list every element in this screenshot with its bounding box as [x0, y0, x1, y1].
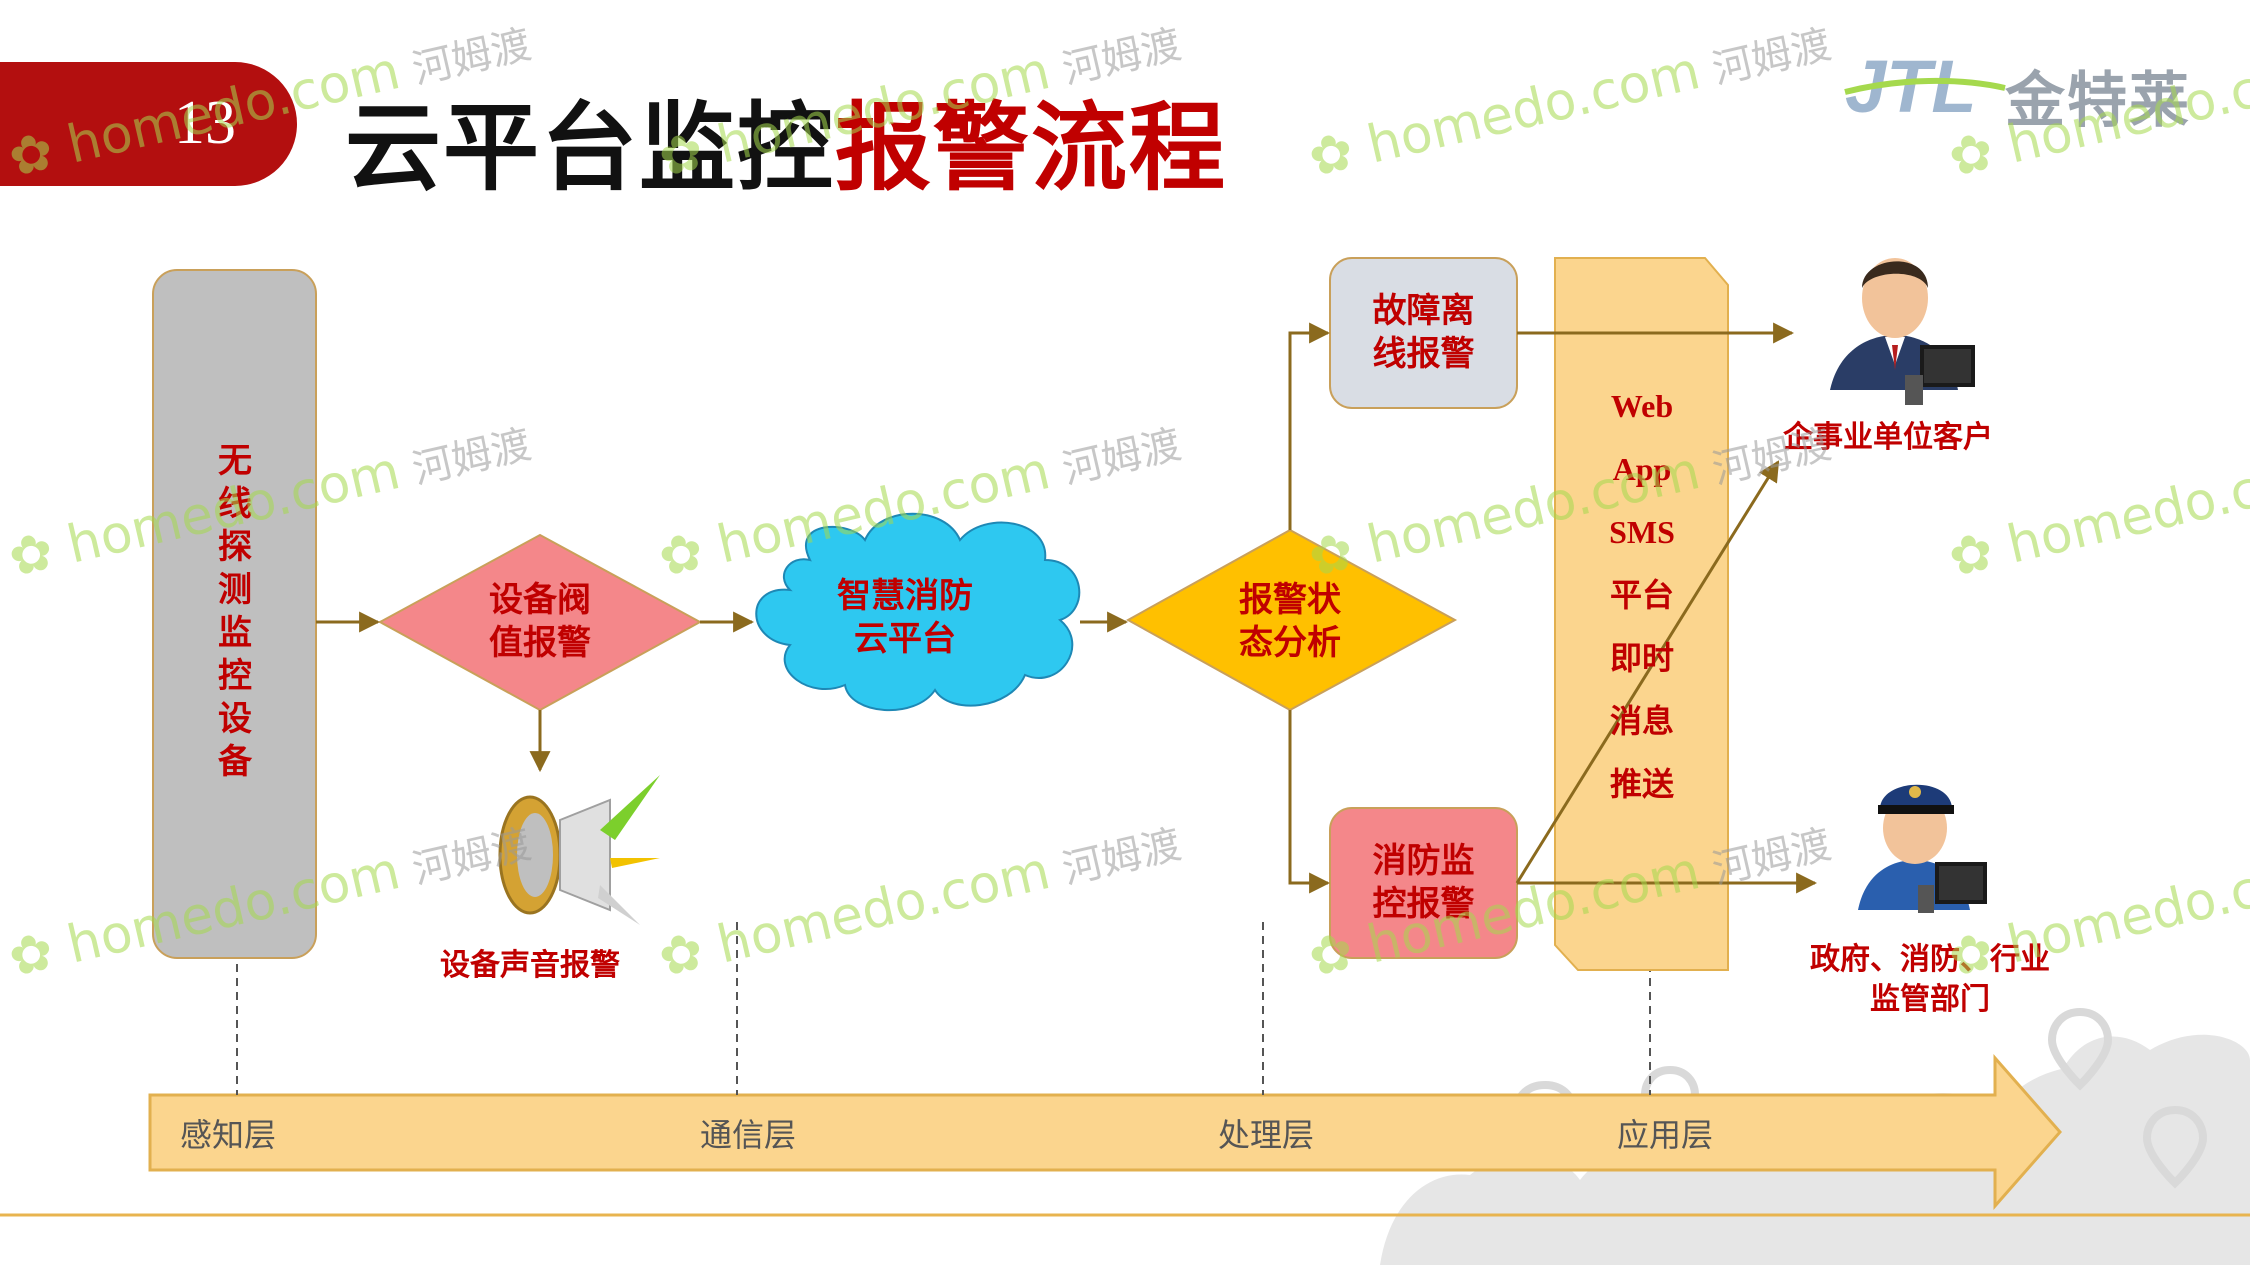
government-line1: 政府、消防、行业 [1810, 942, 2050, 977]
company-name: 金特莱 [2005, 66, 2191, 136]
speaker-icon [498, 775, 660, 925]
threshold-alarm-line2: 值报警 [489, 623, 591, 663]
channel-column [1554, 257, 1729, 971]
jtl-logo-icon: JTL [1844, 45, 2006, 128]
business-person-icon [1830, 258, 1975, 405]
title-part-black: 云平台监控 [345, 92, 835, 204]
channel-item: 即时 [1609, 639, 1674, 677]
cloud-line2: 云平台 [854, 619, 956, 659]
analysis-label: 报警状 态分析 [1180, 572, 1400, 672]
cloud-platform-label: 智慧消防 云平台 [800, 568, 1010, 668]
cloud-shape [755, 512, 1081, 711]
layer-application: 应用层 [1617, 1116, 1714, 1154]
enterprise-client-label: 企事业单位客户 [1783, 420, 1993, 455]
channel-item: 推送 [1609, 765, 1674, 803]
offline-alarm-label: 故障离 线报警 [1330, 283, 1517, 383]
sensor-label: 无线探测监控设备 [218, 441, 252, 782]
fire-alarm-label: 消防监 控报警 [1330, 833, 1517, 933]
layer-communication: 通信层 [700, 1116, 797, 1154]
title-part-red: 报警流程 [835, 92, 1227, 204]
government-label: 政府、消防、行业 监管部门 [1810, 940, 2050, 1020]
layer-perception: 感知层 [180, 1116, 277, 1154]
government-line2: 监管部门 [1870, 982, 1990, 1017]
page-title: 云平台监控报警流程 [345, 70, 1227, 204]
threshold-alarm-line1: 设备阀 [489, 580, 591, 620]
channel-item: SMS [1609, 514, 1675, 550]
slide-number-tab [0, 62, 297, 186]
analysis-line2: 态分析 [1239, 623, 1341, 663]
threshold-alarm-label: 设备阀 值报警 [430, 572, 650, 672]
layer-processing: 处理层 [1218, 1116, 1315, 1154]
channel-item: Web [1610, 388, 1674, 424]
fire-alarm-line1: 消防监 [1372, 841, 1475, 881]
channel-item: 消息 [1609, 702, 1674, 740]
analysis-line1: 报警状 [1239, 580, 1341, 620]
company-logo: JTL [1840, 40, 2220, 135]
offline-alarm-line1: 故障离 [1372, 291, 1475, 331]
flow-arrows [316, 322, 1818, 894]
cloud-line1: 智慧消防 [837, 576, 973, 616]
offline-alarm-line2: 线报警 [1372, 334, 1475, 374]
channel-item: App [1612, 451, 1672, 487]
fire-alarm-line2: 控报警 [1372, 884, 1475, 924]
layer-arrow [148, 1054, 2062, 1210]
slide-number: 13 [174, 88, 236, 157]
sensor-box [152, 269, 317, 959]
channel-list: Web App SMS 平台 即时 消息 推送 [1567, 375, 1717, 816]
police-officer-icon [1858, 784, 1987, 913]
channel-item: 平台 [1609, 576, 1674, 614]
sound-alarm-caption: 设备声音报警 [440, 948, 620, 983]
